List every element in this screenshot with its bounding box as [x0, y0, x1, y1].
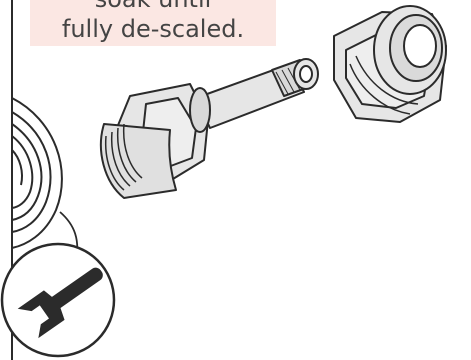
bonnet-nut-icon [334, 6, 446, 122]
cartridge-icon [101, 59, 318, 198]
faucet-body-icon [12, 98, 77, 262]
wrench-badge-icon [2, 244, 114, 356]
